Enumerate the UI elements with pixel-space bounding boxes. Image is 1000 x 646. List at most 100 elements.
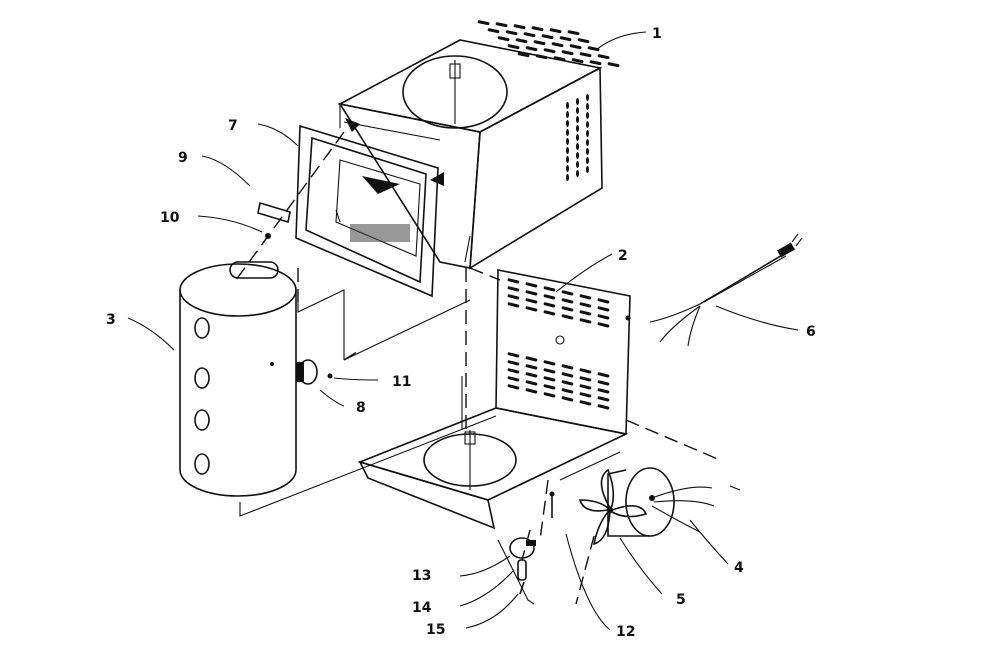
vent-slot (525, 356, 538, 362)
vent-slot (579, 384, 592, 390)
callout-8: 8 (356, 400, 366, 416)
vent-slot (586, 157, 589, 164)
vent-slot (571, 58, 584, 64)
vent-slot (586, 148, 589, 155)
vent-slot (589, 60, 602, 66)
vent-slot (579, 310, 592, 316)
vent-slot (525, 298, 538, 304)
mounting-clip (257, 201, 291, 224)
vent-slot (576, 134, 579, 141)
vent-slot (597, 380, 610, 386)
callout-4: 4 (734, 560, 744, 576)
fan-motor (607, 467, 715, 537)
vent-slot (549, 28, 562, 34)
vent-slot (561, 388, 574, 394)
vent-slot (607, 62, 620, 68)
callout-labels: 1 2 3 4 5 6 7 8 9 10 11 12 13 14 15 (106, 26, 816, 640)
vent-slot (579, 294, 592, 300)
gasket-frame (295, 124, 439, 298)
vent-slot (505, 30, 518, 36)
callout-2: 2 (618, 248, 628, 264)
leader-lines (127, 31, 799, 631)
vent-slot (561, 50, 574, 56)
vent-slot (487, 28, 500, 34)
switch-bracket (517, 559, 527, 581)
vent-slot (553, 56, 566, 62)
vent-slot (586, 112, 589, 119)
vent-slot (566, 156, 569, 163)
vent-slot (567, 30, 580, 36)
vent-slot (576, 170, 579, 177)
vent-slot (513, 24, 526, 30)
vent-slot (477, 20, 490, 26)
base-panel (357, 269, 631, 530)
vent-slot (579, 368, 592, 374)
thermostat (296, 359, 318, 385)
vent-slot (525, 290, 538, 296)
vent-slot (569, 44, 582, 50)
vent-slot (561, 298, 574, 304)
vent-slot (543, 376, 556, 382)
housing-cabinet (337, 20, 620, 270)
vent-slot (497, 36, 510, 42)
callout-14: 14 (412, 600, 432, 616)
cylinder-shroud (179, 261, 297, 497)
vent-slot (561, 372, 574, 378)
vent-slot (597, 404, 610, 410)
vent-slot (579, 52, 592, 58)
vent-slot (495, 22, 508, 28)
vent-slot (515, 38, 528, 44)
vent-slot (543, 286, 556, 292)
vent-slot (566, 111, 569, 118)
vent-slot (543, 302, 556, 308)
vent-slot (586, 121, 589, 128)
vent-slot (579, 400, 592, 406)
vent-slot (525, 388, 538, 394)
vent-slot (525, 372, 538, 378)
vent-slot (561, 290, 574, 296)
vent-slot (566, 165, 569, 172)
vent-slot (543, 384, 556, 390)
vent-slot (566, 120, 569, 127)
vent-slot (535, 54, 548, 60)
assembly-lines (235, 131, 741, 605)
callout-13: 13 (412, 568, 431, 584)
callout-9: 9 (178, 150, 188, 166)
vent-slot (525, 380, 538, 386)
vent-slot (507, 278, 520, 284)
vent-slot (576, 161, 579, 168)
vent-slot (566, 129, 569, 136)
vent-slot (597, 306, 610, 312)
vent-slot (576, 143, 579, 150)
vent-slot (507, 286, 520, 292)
vent-slot (597, 396, 610, 402)
vent-slot (579, 392, 592, 398)
panel-vents (507, 278, 610, 410)
vent-slot (561, 306, 574, 312)
callout-11: 11 (392, 374, 411, 390)
callout-7: 7 (228, 118, 238, 134)
vent-slot (543, 310, 556, 316)
vent-slot (566, 147, 569, 154)
vent-slot (541, 34, 554, 40)
vent-slot (543, 294, 556, 300)
vent-slot (543, 368, 556, 374)
vent-slot (525, 306, 538, 312)
callout-6: 6 (806, 324, 816, 340)
callout-12: 12 (616, 624, 635, 640)
vent-slot (507, 352, 520, 358)
vent-slot (551, 42, 564, 48)
vent-slot (561, 364, 574, 370)
vent-slot (566, 102, 569, 109)
callout-15: 15 (426, 622, 445, 638)
vent-slot (586, 166, 589, 173)
vent-slot (597, 298, 610, 304)
vent-slot (543, 48, 556, 54)
vent-slot (597, 54, 610, 60)
vent-slot (523, 32, 536, 38)
vent-slot (561, 314, 574, 320)
callout-5: 5 (676, 592, 686, 608)
fan-blade (578, 468, 648, 546)
vent-slot (517, 52, 530, 58)
